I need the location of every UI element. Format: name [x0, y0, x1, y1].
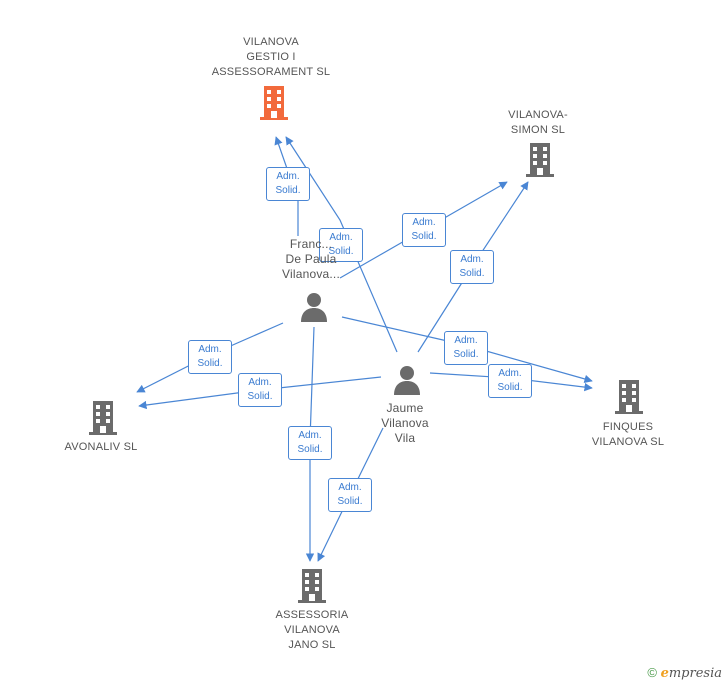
node-label-finques[interactable]: FINQUES VILANOVA SL	[591, 421, 665, 448]
node-label-francesc[interactable]: Franc... De Paula Vilanova...	[281, 237, 341, 281]
edge-jaume-vilanova-gestio	[285, 136, 398, 353]
node-label-avonaliv[interactable]: AVONALIV SL	[64, 441, 138, 453]
edge-label-jaume-avonaliv[interactable]: Adm. Solid.	[238, 373, 282, 407]
person-icon[interactable]	[392, 365, 422, 395]
edge-label-francesc-assessoria[interactable]: Adm. Solid.	[288, 426, 332, 460]
building-icon[interactable]	[296, 569, 328, 603]
edge-label-francesc-vilanova-gestio[interactable]: Adm. Solid.	[266, 167, 310, 201]
node-label-vilanova-simon[interactable]: VILANOVA- SIMON SL	[508, 109, 568, 136]
node-label-assessoria[interactable]: ASSESSORIA VILANOVA JANO SL	[275, 609, 349, 651]
edge-label-francesc-finques[interactable]: Adm. Solid.	[444, 331, 488, 365]
node-label-jaume[interactable]: Jaume Vilanova Vila	[381, 401, 429, 445]
building-icon[interactable]	[613, 380, 645, 414]
edge-label-jaume-vilanova-simon[interactable]: Adm. Solid.	[450, 250, 494, 284]
edge-label-francesc-vilanova-simon[interactable]: Adm. Solid.	[402, 213, 446, 247]
node-label-vilanova-gestio[interactable]: VILANOVA GESTIO I ASSESSORAMENT SL	[211, 36, 331, 78]
edge-label-jaume-assessoria[interactable]: Adm. Solid.	[328, 478, 372, 512]
brand-logo: empresia	[660, 666, 722, 681]
edge-label-francesc-avonaliv[interactable]: Adm. Solid.	[188, 340, 232, 374]
footer-brand: © empresia	[647, 665, 722, 681]
edge-label-jaume-vilanova-gestio[interactable]: Adm. Solid.	[319, 228, 363, 262]
building-icon[interactable]	[87, 401, 119, 435]
edge-label-jaume-finques[interactable]: Adm. Solid.	[488, 364, 532, 398]
person-icon[interactable]	[299, 292, 329, 322]
building-icon[interactable]	[524, 143, 556, 177]
copyright-symbol: ©	[647, 665, 657, 680]
building-icon[interactable]	[258, 86, 290, 120]
